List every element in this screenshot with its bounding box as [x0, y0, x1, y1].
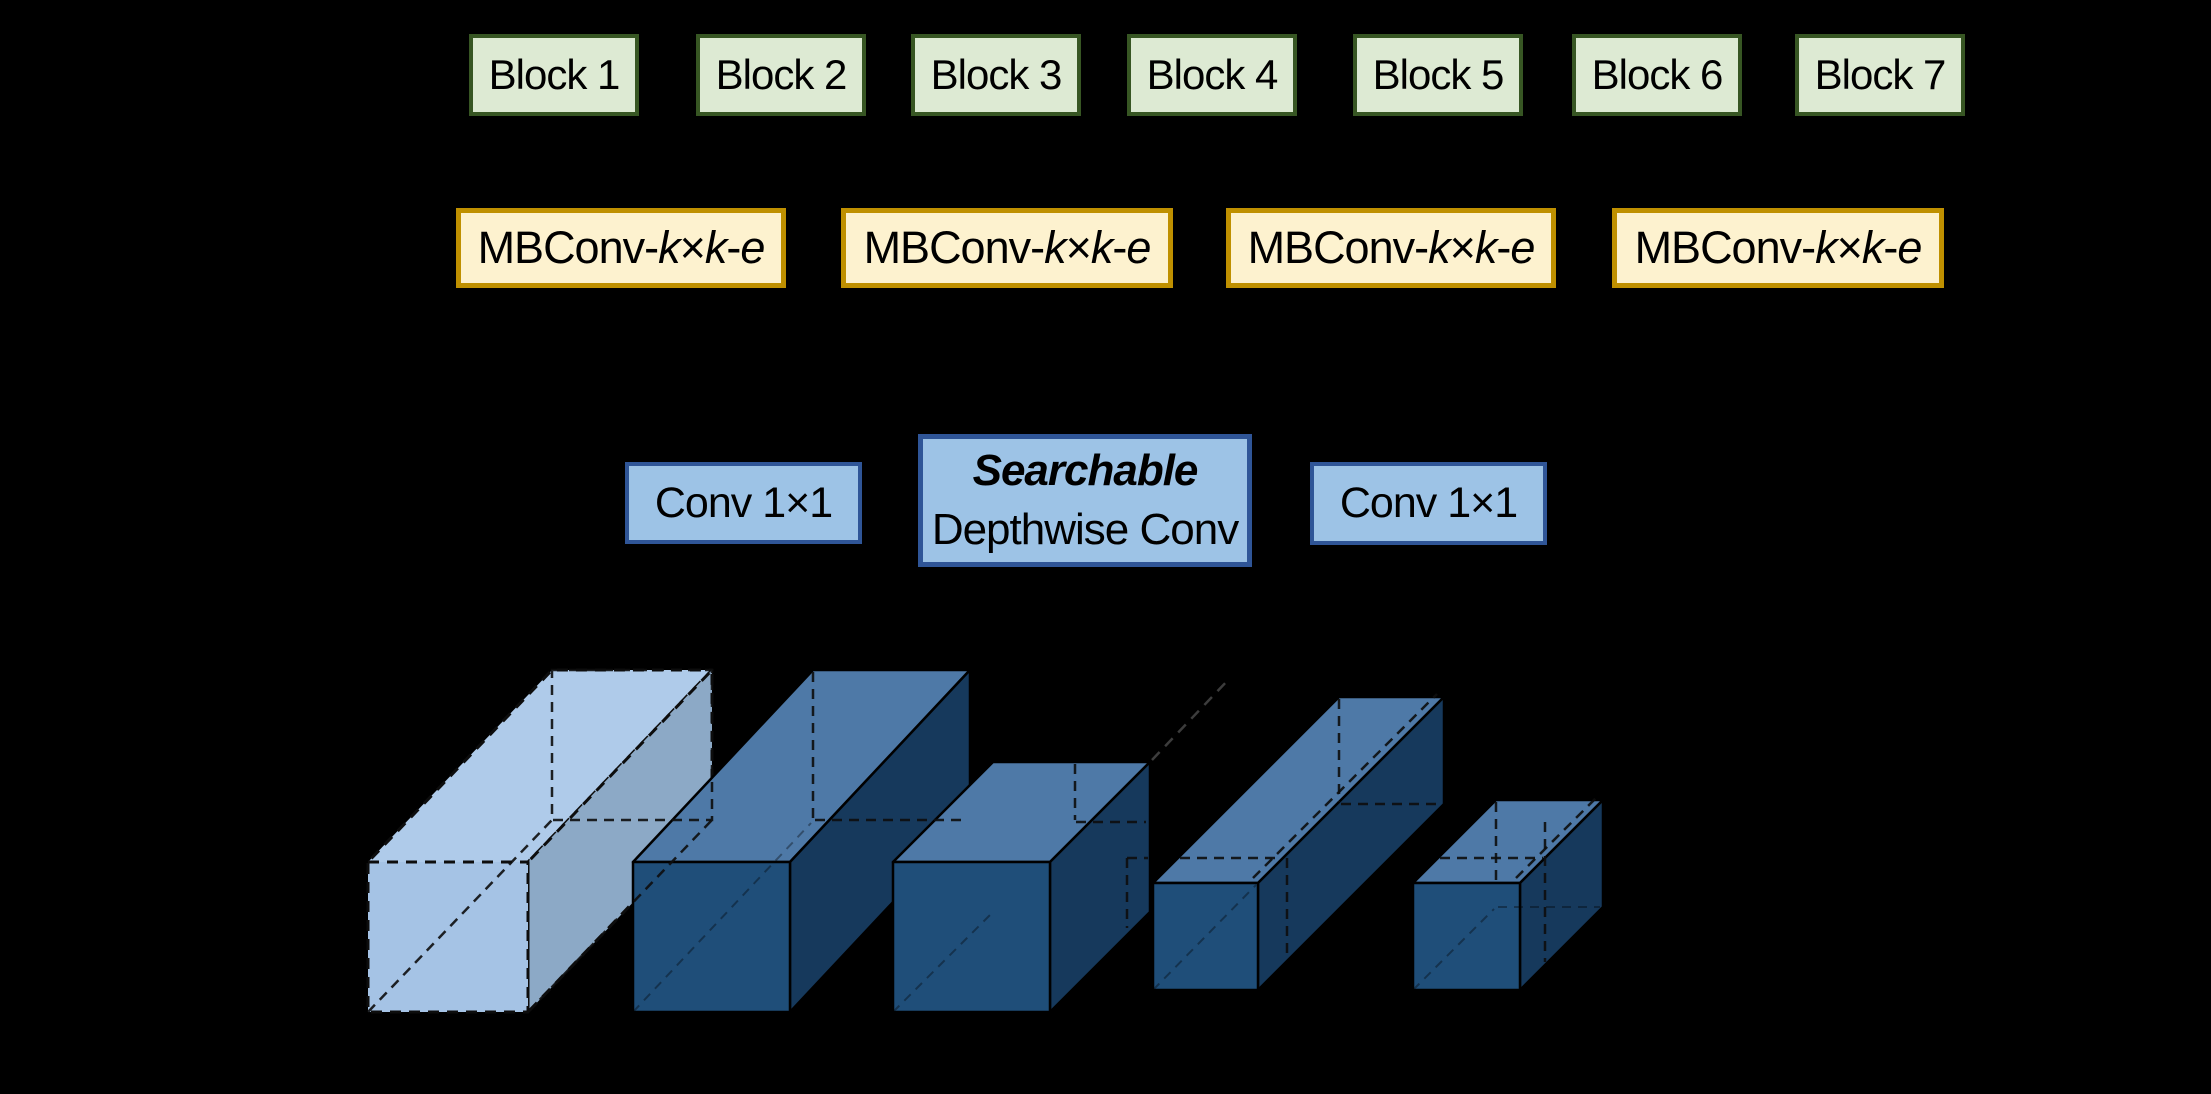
cuboid-3-fullkernel-slant-extension	[1151, 677, 1231, 761]
mbconv-1-label: MBConv-k×k-e	[477, 222, 766, 273]
cuboid-2-hidden-diagonal	[632, 822, 812, 1013]
cuboid-3-dark-short	[891, 760, 1152, 1014]
block-7: Block 7	[1795, 34, 1965, 116]
block-3-label: Block 3	[930, 51, 1063, 98]
mbconv-4-label: MBConv-k×k-e	[1634, 222, 1923, 273]
mbconv-box-1: MBConv-k×k-e	[456, 208, 786, 288]
cuboid-5-fullkernel-slant-edge	[1515, 796, 1598, 879]
cuboid-1-back-face-edges	[550, 668, 714, 822]
cuboid-4-dark-narrow	[1151, 695, 1446, 992]
cuboid-4-front-face	[1151, 881, 1260, 992]
block-1-label: Block 1	[488, 51, 621, 98]
searchable-label: Searchable	[972, 446, 1199, 496]
cuboid-4-fullkernel-slant-edge	[1252, 693, 1438, 879]
cuboid-1-light-dashed	[366, 668, 714, 1014]
block-7-label: Block 7	[1814, 51, 1947, 98]
block-3: Block 3	[911, 34, 1081, 116]
block-2-label: Block 2	[715, 51, 848, 98]
block-5-label: Block 5	[1372, 51, 1505, 98]
cuboid-4-hidden-diagonal	[1152, 884, 1257, 991]
block-2: Block 2	[696, 34, 866, 116]
cuboid-3-hidden-diagonal	[892, 913, 992, 1013]
block-6: Block 6	[1572, 34, 1742, 116]
mbconv-2-label: MBConv-k×k-e	[863, 222, 1152, 273]
hidden-dashed-edges	[367, 668, 1600, 1013]
cuboid-1-front-face	[366, 860, 530, 1014]
conv1x1-box-left: Conv 1×1	[625, 462, 862, 544]
mbconv-3-label: MBConv-k×k-e	[1247, 222, 1536, 273]
cuboid-5-hidden-diagonal	[1412, 908, 1495, 991]
conv1x1-right-label: Conv 1×1	[1339, 479, 1518, 527]
cuboid-5-dark-small	[1411, 798, 1605, 992]
mbconv-box-2: MBConv-k×k-e	[841, 208, 1173, 288]
block-4: Block 4	[1127, 34, 1297, 116]
depthwise-conv-label: Depthwise Conv	[931, 504, 1239, 554]
cuboid-1-bottom-right-edge	[527, 819, 713, 1013]
cuboid-3-front-face	[891, 860, 1052, 1014]
cuboid-1-hidden-bottom-left-edge	[367, 819, 553, 1013]
block-1: Block 1	[469, 34, 639, 116]
cuboid-2-dark	[631, 668, 972, 1014]
cuboid-2-front-face	[631, 860, 792, 1014]
conv1x1-box-right: Conv 1×1	[1310, 462, 1547, 545]
mbconv-box-3: MBConv-k×k-e	[1226, 208, 1556, 288]
conv1x1-left-label: Conv 1×1	[654, 478, 833, 527]
block-6-label: Block 6	[1591, 51, 1724, 98]
cuboid-5-front-face	[1411, 881, 1522, 992]
block-5: Block 5	[1353, 34, 1523, 116]
mbconv-box-4: MBConv-k×k-e	[1612, 208, 1944, 288]
searchable-depthwise-conv-box: Searchable Depthwise Conv	[918, 434, 1252, 567]
block-4-label: Block 4	[1146, 51, 1279, 98]
